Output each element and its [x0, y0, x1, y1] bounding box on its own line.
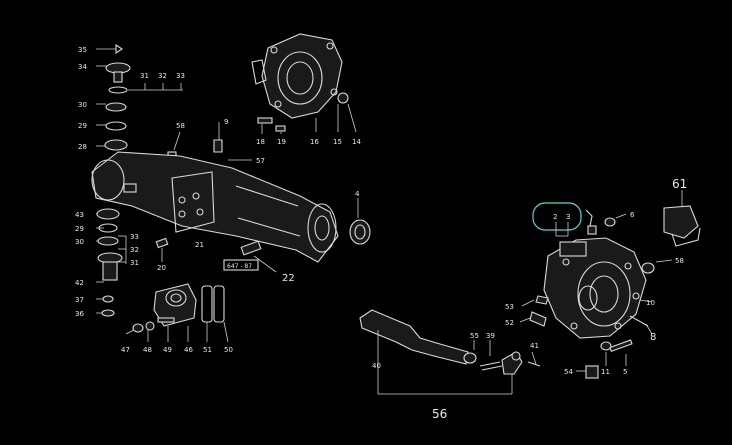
label-36: 36: [75, 310, 84, 318]
label-9: 9: [224, 118, 228, 126]
label-42: 42: [75, 279, 84, 287]
label-5: 5: [623, 368, 627, 376]
label-28: 28: [78, 143, 87, 151]
label-49: 49: [163, 346, 172, 354]
label-31: 31: [140, 72, 149, 80]
label-2: 2: [553, 213, 557, 221]
label-43: 43: [75, 211, 84, 219]
label-57: 57: [256, 157, 265, 165]
label-15: 15: [333, 138, 342, 146]
label-51: 51: [203, 346, 212, 354]
label-3: 3: [566, 213, 570, 221]
label-33: 33: [176, 72, 185, 80]
label-32-lower: 32: [130, 246, 139, 254]
label-37: 37: [75, 296, 84, 304]
kingpin-stack-lower: [96, 208, 127, 317]
small-parts-center: [155, 237, 277, 273]
label-61: 61: [672, 177, 687, 191]
label-41: 41: [530, 342, 539, 350]
label-29-lower: 29: [75, 225, 84, 233]
plate-tag-box: [223, 259, 259, 271]
mounting-bracket: [125, 283, 229, 343]
label-29: 29: [78, 122, 87, 130]
label-46: 46: [184, 346, 193, 354]
label-8: 8: [650, 332, 656, 343]
differential-carrier: [251, 33, 357, 133]
highlight-callout: [532, 202, 582, 231]
label-47: 47: [121, 346, 130, 354]
label-11: 11: [601, 368, 610, 376]
plate-tag-text: 647 - 87: [227, 263, 252, 270]
part-number-labels: 35 34 31 32 33 30 29 28 58 9 18 19 16 15…: [75, 46, 687, 421]
plug-connector: [663, 205, 699, 239]
label-14: 14: [352, 138, 361, 146]
label-19: 19: [277, 138, 286, 146]
label-50: 50: [224, 346, 233, 354]
label-58-right: 58: [675, 257, 684, 265]
axle-housing: [91, 151, 371, 263]
label-52: 52: [505, 319, 514, 327]
label-39: 39: [486, 332, 495, 340]
label-56: 56: [432, 407, 447, 421]
kingpin-stack-upper: [96, 43, 183, 151]
label-20: 20: [157, 264, 166, 272]
label-54: 54: [564, 368, 573, 376]
label-55: 55: [470, 332, 479, 340]
label-48: 48: [143, 346, 152, 354]
label-40: 40: [372, 362, 381, 370]
tie-rod-assembly: [359, 309, 541, 395]
label-30: 30: [78, 101, 87, 109]
label-4: 4: [355, 190, 360, 198]
label-31-lower: 31: [130, 259, 139, 267]
label-6: 6: [630, 211, 635, 219]
label-30-lower: 30: [75, 238, 84, 246]
label-32: 32: [158, 72, 167, 80]
label-34: 34: [78, 63, 87, 71]
label-33-lower: 33: [130, 233, 139, 241]
steering-knuckle-housing: [519, 190, 701, 379]
label-16: 16: [310, 138, 319, 146]
label-58-left: 58: [176, 122, 185, 130]
label-21: 21: [195, 241, 204, 249]
label-18: 18: [256, 138, 265, 146]
label-35: 35: [78, 46, 87, 54]
label-10: 10: [646, 299, 655, 307]
label-53: 53: [505, 303, 514, 311]
label-22: 22: [282, 273, 295, 284]
